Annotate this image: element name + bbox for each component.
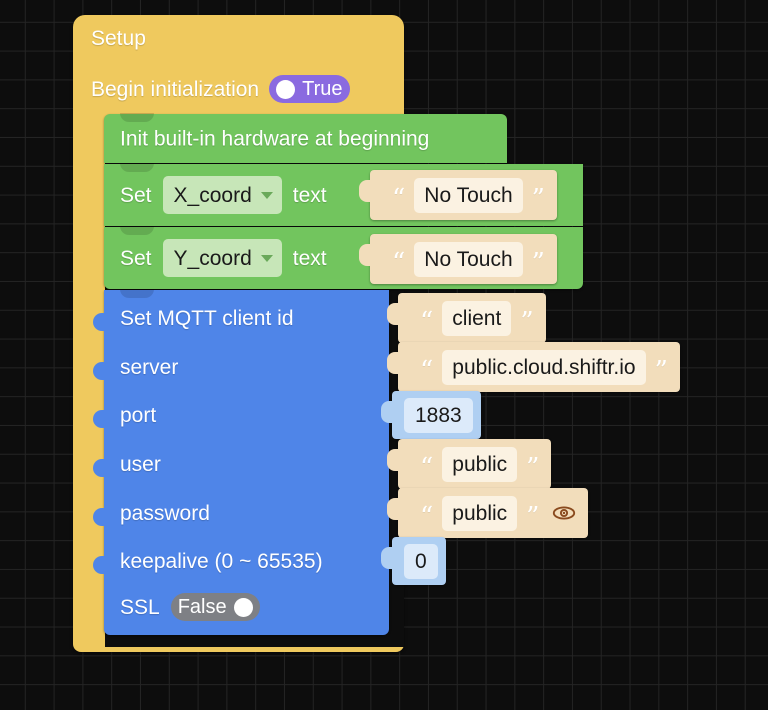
x-coord-string-value-block[interactable]: “ No Touch ” bbox=[359, 170, 557, 220]
x-coord-variable-dropdown[interactable]: X_coord bbox=[162, 176, 282, 214]
value-input-plug bbox=[93, 456, 116, 480]
toggle-value: False bbox=[177, 596, 227, 618]
y-coord-variable-dropdown[interactable]: Y_coord bbox=[162, 239, 282, 277]
value-input-plug bbox=[93, 553, 116, 577]
eye-icon[interactable] bbox=[552, 505, 576, 521]
begin-initialization-label: Begin initialization bbox=[91, 77, 260, 101]
string-value[interactable]: client bbox=[442, 300, 512, 336]
y-coord-string-value-block[interactable]: “ No Touch ” bbox=[359, 234, 557, 284]
begin-initialization-toggle[interactable]: True bbox=[269, 75, 350, 103]
mqtt-client-id-value-block[interactable]: “ client ” bbox=[387, 293, 546, 343]
block-notch bbox=[120, 113, 154, 122]
mqtt-client-id-label: Set MQTT client id bbox=[120, 306, 294, 330]
mqtt-server-value-block[interactable]: “ public.cloud.shiftr.io ” bbox=[387, 342, 680, 392]
init-hardware-label: Init built-in hardware at beginning bbox=[120, 127, 430, 150]
set-label: Set bbox=[120, 246, 152, 270]
mqtt-keepalive-value-block[interactable]: 0 bbox=[381, 537, 446, 585]
string-value[interactable]: public bbox=[442, 446, 518, 482]
mqtt-server-label: server bbox=[120, 355, 179, 379]
dropdown-value: X_coord bbox=[173, 183, 252, 207]
mqtt-row-ssl: SSL False bbox=[120, 593, 260, 621]
value-connector bbox=[387, 352, 409, 374]
mqtt-port-value-block[interactable]: 1883 bbox=[381, 391, 481, 439]
number-value[interactable]: 1883 bbox=[404, 397, 473, 433]
value-connector bbox=[359, 180, 381, 202]
value-connector bbox=[381, 401, 403, 423]
mqtt-row-keepalive: keepalive (0 ~ 65535) bbox=[120, 547, 323, 575]
set-y-coord-row: Set Y_coord text bbox=[120, 239, 327, 277]
mqtt-password-label: password bbox=[120, 501, 210, 525]
setup-block-title: Setup bbox=[91, 27, 146, 50]
init-hardware-block[interactable]: Init built-in hardware at beginning bbox=[104, 113, 507, 163]
value-input-plug bbox=[93, 407, 116, 431]
string-value[interactable]: No Touch bbox=[414, 241, 523, 277]
mqtt-port-label: port bbox=[120, 403, 157, 427]
mqtt-ssl-toggle[interactable]: False bbox=[170, 593, 260, 621]
text-label: text bbox=[292, 183, 327, 207]
dropdown-value: Y_coord bbox=[173, 246, 252, 270]
begin-initialization-row: Begin initialization True bbox=[91, 75, 350, 103]
mqtt-row-client-id: Set MQTT client id bbox=[120, 304, 294, 332]
value-connector bbox=[381, 547, 403, 569]
mqtt-password-value-block[interactable]: “ public ” bbox=[387, 488, 589, 538]
chevron-down-icon bbox=[260, 191, 273, 199]
mqtt-user-label: user bbox=[120, 452, 161, 476]
mqtt-row-server: server bbox=[120, 353, 178, 381]
value-input-plug bbox=[93, 505, 116, 529]
set-x-coord-row: Set X_coord text bbox=[120, 176, 327, 214]
mqtt-row-port: port bbox=[120, 401, 156, 429]
toggle-knob bbox=[276, 79, 296, 99]
block-notch bbox=[120, 226, 154, 235]
mqtt-keepalive-label: keepalive (0 ~ 65535) bbox=[120, 549, 323, 573]
number-value[interactable]: 0 bbox=[404, 543, 438, 579]
value-connector bbox=[387, 498, 409, 520]
text-label: text bbox=[292, 246, 327, 270]
string-value[interactable]: public bbox=[442, 495, 518, 531]
string-value[interactable]: public.cloud.shiftr.io bbox=[442, 349, 646, 385]
toggle-knob bbox=[233, 597, 253, 617]
value-input-plug bbox=[93, 359, 116, 383]
block-notch bbox=[120, 163, 154, 172]
set-label: Set bbox=[120, 183, 152, 207]
init-hardware-row: Init built-in hardware at beginning bbox=[120, 128, 429, 149]
value-connector bbox=[387, 449, 409, 471]
mqtt-row-password: password bbox=[120, 499, 210, 527]
value-input-plug bbox=[93, 310, 116, 334]
mqtt-row-user: user bbox=[120, 450, 161, 478]
value-connector bbox=[387, 303, 409, 325]
mqtt-config-block[interactable]: Set MQTT client id server port user pass… bbox=[93, 289, 389, 635]
mqtt-ssl-label: SSL bbox=[120, 595, 160, 619]
mqtt-user-value-block[interactable]: “ public ” bbox=[387, 439, 552, 489]
chevron-down-icon bbox=[260, 254, 273, 262]
string-value[interactable]: No Touch bbox=[414, 177, 523, 213]
toggle-value: True bbox=[302, 78, 343, 100]
value-connector bbox=[359, 244, 381, 266]
block-notch bbox=[120, 289, 154, 298]
